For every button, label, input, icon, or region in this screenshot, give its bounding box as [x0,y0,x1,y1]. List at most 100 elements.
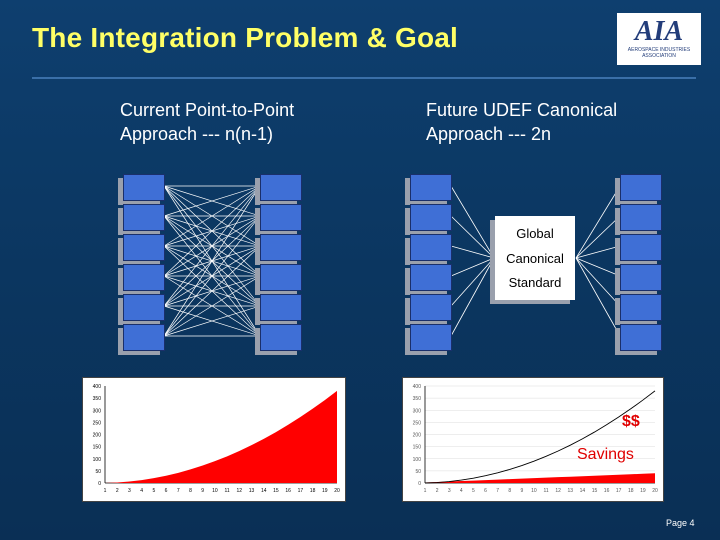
x-tick-label: 15 [273,488,279,494]
x-tick-label: 20 [652,488,658,494]
series-line [424,390,656,484]
y-tick-label: 400 [93,384,102,390]
connection-line [163,275,261,337]
x-tick-label: 3 [128,488,131,494]
x-tick-label: 8 [189,488,192,494]
left-heading-line1: Current Point-to-Point [120,100,295,120]
x-tick-label: 7 [177,488,180,494]
y-tick-label: 50 [415,469,421,475]
system-node [260,234,302,261]
x-tick-label: 5 [152,488,155,494]
connection-line [163,185,261,247]
x-tick-label: 7 [496,488,499,494]
savings-label: Savings [577,446,634,463]
y-tick-label: 350 [93,396,102,402]
x-tick-label: 18 [310,488,316,494]
connection-line [450,215,495,259]
connection-line [163,185,261,307]
connection-line [575,257,621,307]
connection-line [575,257,621,277]
page-number: Page 4 [666,518,695,528]
y-tick-label: 300 [413,408,422,414]
x-tick-label: 16 [285,488,291,494]
title-divider [32,77,696,79]
system-node [410,294,452,321]
x-tick-label: 20 [334,488,340,494]
y-tick-label: 150 [93,445,102,451]
connection-line [163,305,261,337]
x-tick-label: 13 [567,488,573,494]
system-node [410,324,452,351]
x-tick-label: 19 [640,488,646,494]
y-tick-label: 100 [413,457,422,463]
system-node [410,174,452,201]
aia-logo: AIA AEROSPACE INDUSTRIES ASSOCIATION [617,13,701,65]
x-tick-label: 14 [261,488,267,494]
system-node [620,294,662,321]
canonical-line1: Global [516,225,554,241]
connection-line [575,257,621,337]
left-heading-line2: Approach --- n(n-1) [120,124,274,144]
x-tick-label: 17 [298,488,304,494]
connection-line [450,245,495,259]
system-node [620,234,662,261]
connection-line [450,257,495,307]
y-tick-label: 0 [418,481,421,487]
x-tick-label: 1 [424,488,427,494]
y-tick-label: 200 [413,433,422,439]
right-heading-line2: Approach --- 2n [426,124,552,144]
y-tick-label: 250 [413,420,422,426]
system-node [123,264,165,291]
x-tick-label: 2 [436,488,439,494]
y-tick-label: 0 [98,481,101,487]
connection-line [163,215,261,337]
connection-line [450,257,495,337]
right-heading-line1: Future UDEF Canonical [426,100,618,120]
left-heading: Current Point-to-Point Approach --- n(n-… [120,98,294,146]
system-node [123,174,165,201]
system-node [620,264,662,291]
y-tick-label: 350 [413,396,422,402]
system-node [260,324,302,351]
system-node [410,264,452,291]
connection-line [163,245,261,337]
x-tick-label: 19 [322,488,328,494]
x-tick-label: 10 [212,488,218,494]
y-tick-label: 200 [93,433,102,439]
series-area [105,390,337,483]
x-tick-label: 8 [508,488,511,494]
system-node [410,204,452,231]
y-tick-label: 250 [93,420,102,426]
x-tick-label: 13 [249,488,255,494]
x-tick-label: 4 [140,488,143,494]
right-heading: Future UDEF Canonical Approach --- 2n [426,98,617,146]
system-node [260,264,302,291]
dollars-label: $$ [622,413,640,430]
y-tick-label: 400 [413,384,422,390]
x-tick-label: 1 [104,488,107,494]
x-tick-label: 6 [165,488,168,494]
system-node [620,324,662,351]
connection-line [163,185,261,217]
system-node [123,234,165,261]
y-tick-label: 50 [95,469,101,475]
x-tick-label: 10 [531,488,537,494]
x-tick-label: 16 [604,488,610,494]
x-tick-label: 2 [116,488,119,494]
x-tick-label: 4 [460,488,463,494]
x-tick-label: 3 [448,488,451,494]
x-tick-label: 11 [225,488,230,494]
connection-line [575,245,621,259]
x-tick-label: 11 [543,488,548,494]
system-node [260,204,302,231]
x-tick-label: 12 [237,488,243,494]
y-tick-label: 300 [93,408,102,414]
savings-area [425,473,655,483]
connection-line [450,257,495,277]
connection-line [450,185,495,259]
connection-line [575,215,621,259]
canonical-line2: Canonical [506,250,564,266]
